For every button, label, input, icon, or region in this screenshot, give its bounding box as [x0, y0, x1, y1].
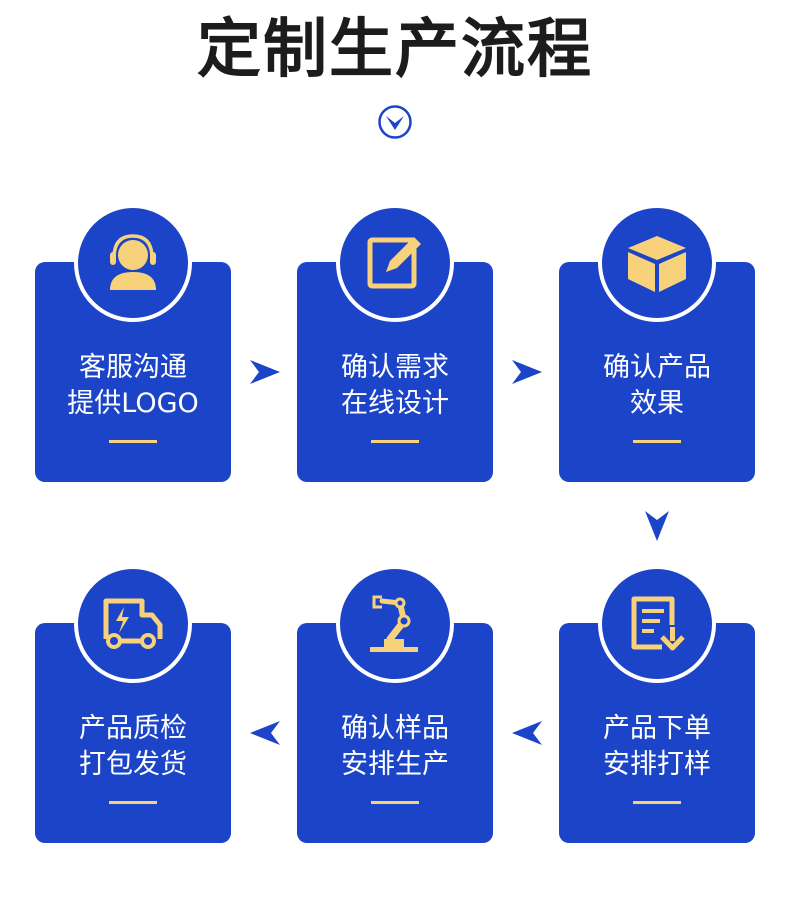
headset-icon — [110, 234, 156, 290]
step-5-badge — [336, 565, 454, 683]
box-icon — [628, 236, 686, 292]
edit-icon — [367, 237, 421, 289]
step-5-text: 确认样品 安排生产 — [297, 711, 493, 783]
step-6-badge — [74, 565, 192, 683]
robot-arm-icon — [370, 595, 418, 652]
step-1-line2: 提供LOGO — [67, 388, 199, 419]
arrow-left-icon — [250, 721, 280, 745]
step-card-2: 确认需求 在线设计 — [297, 262, 493, 482]
page-title: 定制生产流程 — [197, 13, 593, 87]
step-2-badge — [336, 204, 454, 322]
step-1-line1: 客服沟通 — [79, 352, 187, 383]
chevron-down-circle-icon — [378, 105, 412, 139]
step-3-text: 确认产品 效果 — [559, 350, 755, 422]
step-2-line2: 在线设计 — [341, 388, 449, 419]
step-4-line2: 安排打样 — [603, 749, 711, 780]
step-6-line1: 产品质检 — [79, 713, 187, 744]
step-5-underline — [371, 801, 419, 804]
step-6-line2: 打包发货 — [79, 749, 187, 780]
step-2-line1: 确认需求 — [341, 352, 449, 383]
step-3-line2: 效果 — [630, 388, 684, 419]
arrow-right-icon — [512, 360, 542, 384]
step-1-underline — [109, 440, 157, 443]
step-3-badge — [598, 204, 716, 322]
arrow-down-icon — [645, 511, 669, 541]
step-2-text: 确认需求 在线设计 — [297, 350, 493, 422]
step-5-line2: 安排生产 — [341, 749, 449, 780]
step-card-3: 确认产品 效果 — [559, 262, 755, 482]
arrow-left-icon — [512, 721, 542, 745]
step-3-underline — [633, 440, 681, 443]
step-6-text: 产品质检 打包发货 — [35, 711, 231, 783]
step-4-underline — [633, 801, 681, 804]
arrow-right-icon — [250, 360, 280, 384]
step-2-underline — [371, 440, 419, 443]
step-card-5: 确认样品 安排生产 — [297, 623, 493, 843]
step-6-underline — [109, 801, 157, 804]
step-4-text: 产品下单 安排打样 — [559, 711, 755, 783]
step-1-text: 客服沟通 提供LOGO — [35, 350, 231, 422]
delivery-truck-icon — [103, 598, 163, 649]
step-5-line1: 确认样品 — [341, 713, 449, 744]
download-document-icon — [631, 596, 685, 651]
step-4-badge — [598, 565, 716, 683]
step-1-badge — [74, 204, 192, 322]
step-card-6: 产品质检 打包发货 — [35, 623, 231, 843]
step-3-line1: 确认产品 — [603, 352, 711, 383]
step-4-line1: 产品下单 — [603, 713, 711, 744]
